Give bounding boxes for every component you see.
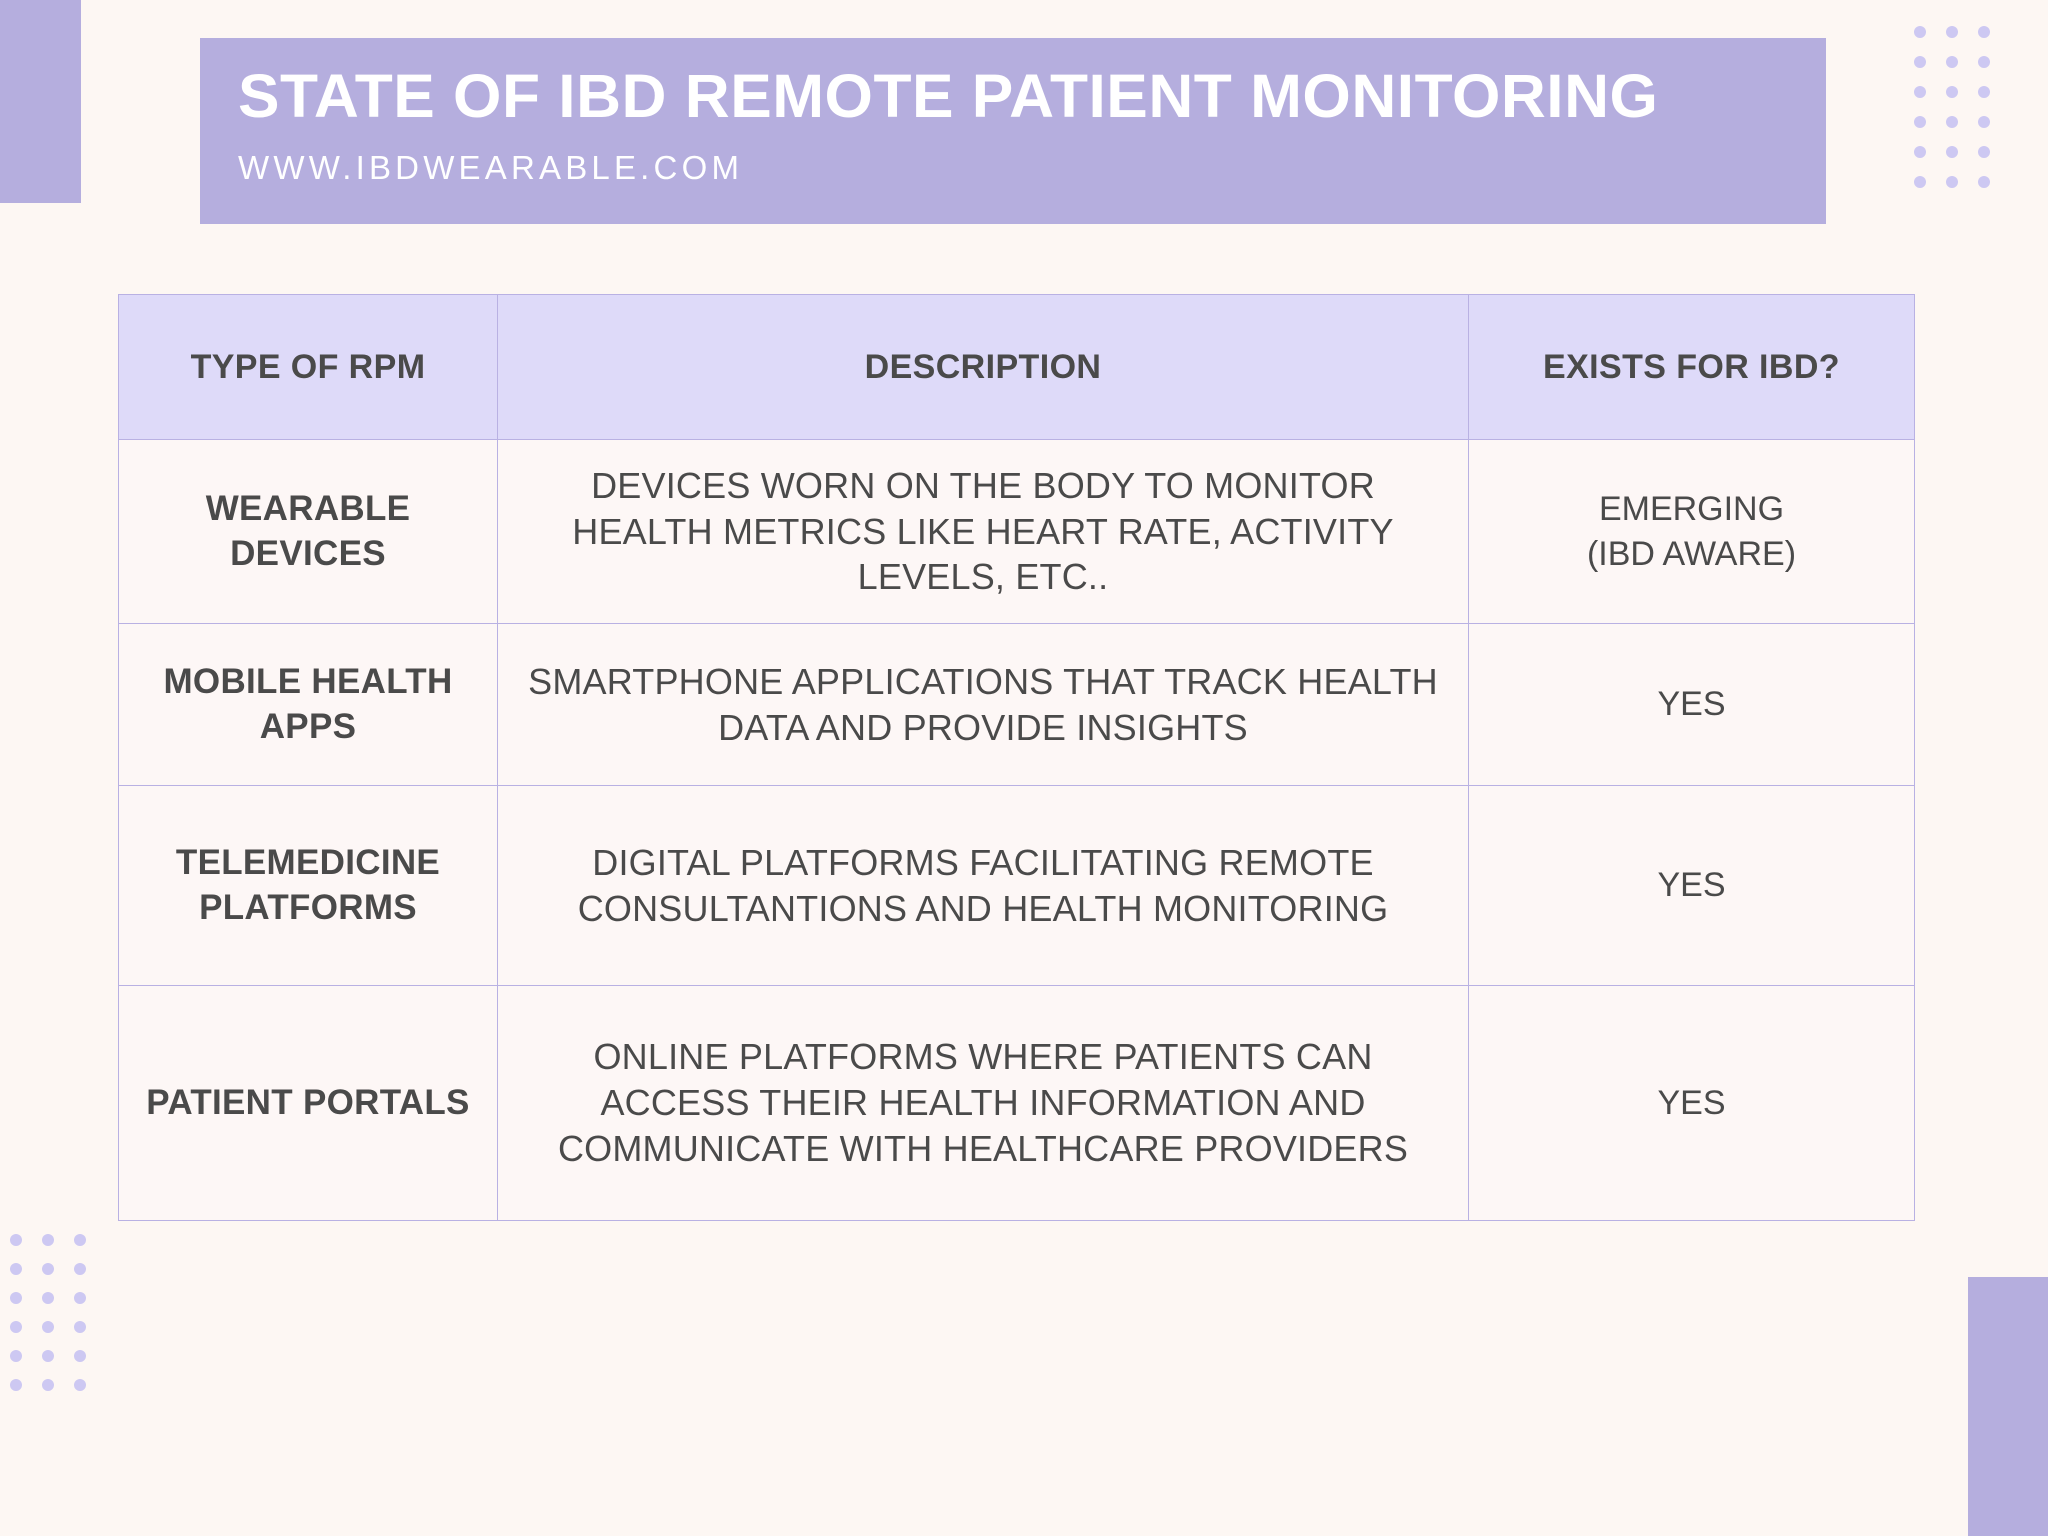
table-row: PATIENT PORTALS ONLINE PLATFORMS WHERE P…: [118, 985, 1915, 1221]
dot: [1946, 26, 1958, 38]
table-row: WEARABLE DEVICES DEVICES WORN ON THE BOD…: [118, 439, 1915, 624]
cell-exists-telemedicine-platforms: YES: [1468, 785, 1915, 986]
cell-description-telemedicine-platforms: DIGITAL PLATFORMS FACILITATING REMOTE CO…: [497, 785, 1469, 986]
rpm-comparison-table: TYPE OF RPM DESCRIPTION EXISTS FOR IBD? …: [118, 294, 1915, 1221]
cell-description-mobile-health-apps: SMARTPHONE APPLICATIONS THAT TRACK HEALT…: [497, 623, 1469, 786]
dot: [42, 1263, 54, 1275]
table-row: TELEMEDICINE PLATFORMS DIGITAL PLATFORMS…: [118, 785, 1915, 986]
dot: [42, 1321, 54, 1333]
dot: [10, 1321, 22, 1333]
table-row: MOBILE HEALTH APPS SMARTPHONE APPLICATIO…: [118, 623, 1915, 786]
dot: [1914, 116, 1926, 128]
dot: [10, 1234, 22, 1246]
dot: [1978, 176, 1990, 188]
dot: [42, 1379, 54, 1391]
cell-description-patient-portals: ONLINE PLATFORMS WHERE PATIENTS CAN ACCE…: [497, 985, 1469, 1221]
table-body: WEARABLE DEVICES DEVICES WORN ON THE BOD…: [118, 439, 1915, 1221]
page-title: STATE OF IBD REMOTE PATIENT MONITORING: [238, 62, 1659, 130]
column-header-type-of-rpm: TYPE OF RPM: [118, 294, 498, 440]
dot: [1914, 26, 1926, 38]
dot: [1946, 116, 1958, 128]
dot: [10, 1292, 22, 1304]
dot: [1914, 146, 1926, 158]
dot-grid-top-right: [1908, 26, 2004, 206]
dot: [1978, 116, 1990, 128]
dot: [1946, 176, 1958, 188]
dot: [74, 1379, 86, 1391]
header-banner: STATE OF IBD REMOTE PATIENT MONITORING W…: [200, 38, 1826, 224]
dot: [1978, 56, 1990, 68]
cell-type-telemedicine-platforms: TELEMEDICINE PLATFORMS: [118, 785, 498, 986]
cell-type-wearable-devices: WEARABLE DEVICES: [118, 439, 498, 624]
column-header-exists-for-ibd: EXISTS FOR IBD?: [1468, 294, 1915, 440]
dot: [1946, 86, 1958, 98]
table-header-row: TYPE OF RPM DESCRIPTION EXISTS FOR IBD?: [118, 294, 1915, 440]
dot: [1978, 86, 1990, 98]
dot: [74, 1234, 86, 1246]
dot: [1914, 56, 1926, 68]
dot: [10, 1350, 22, 1362]
dot: [74, 1263, 86, 1275]
dot: [1978, 146, 1990, 158]
dot: [74, 1350, 86, 1362]
dot-grid-bottom-left: [4, 1234, 100, 1408]
exists-value: YES: [1657, 685, 1726, 724]
dot: [74, 1321, 86, 1333]
cell-description-wearable-devices: DEVICES WORN ON THE BODY TO MONITOR HEAL…: [497, 439, 1469, 624]
dot: [10, 1379, 22, 1391]
dot: [1978, 26, 1990, 38]
cell-type-mobile-health-apps: MOBILE HEALTH APPS: [118, 623, 498, 786]
exists-value: YES: [1657, 1083, 1726, 1122]
accent-block-top-left: [0, 0, 81, 203]
cell-exists-patient-portals: YES: [1468, 985, 1915, 1221]
dot: [1946, 146, 1958, 158]
exists-value: EMERGING: [1598, 490, 1785, 529]
dot: [10, 1263, 22, 1275]
dot: [1914, 176, 1926, 188]
dot: [1946, 56, 1958, 68]
cell-type-patient-portals: PATIENT PORTALS: [118, 985, 498, 1221]
exists-value: YES: [1657, 866, 1726, 905]
dot: [42, 1234, 54, 1246]
exists-value-sub: (IBD AWARE): [1586, 534, 1797, 573]
dot: [42, 1350, 54, 1362]
table-header: TYPE OF RPM DESCRIPTION EXISTS FOR IBD?: [118, 294, 1915, 440]
cell-exists-wearable-devices: EMERGING (IBD AWARE): [1468, 439, 1915, 624]
cell-exists-mobile-health-apps: YES: [1468, 623, 1915, 786]
header-website-url: WWW.IBDWEARABLE.COM: [238, 149, 744, 187]
column-header-description: DESCRIPTION: [497, 294, 1469, 440]
dot: [42, 1292, 54, 1304]
dot: [1914, 86, 1926, 98]
accent-block-bottom-right: [1968, 1277, 2048, 1536]
dot: [74, 1292, 86, 1304]
